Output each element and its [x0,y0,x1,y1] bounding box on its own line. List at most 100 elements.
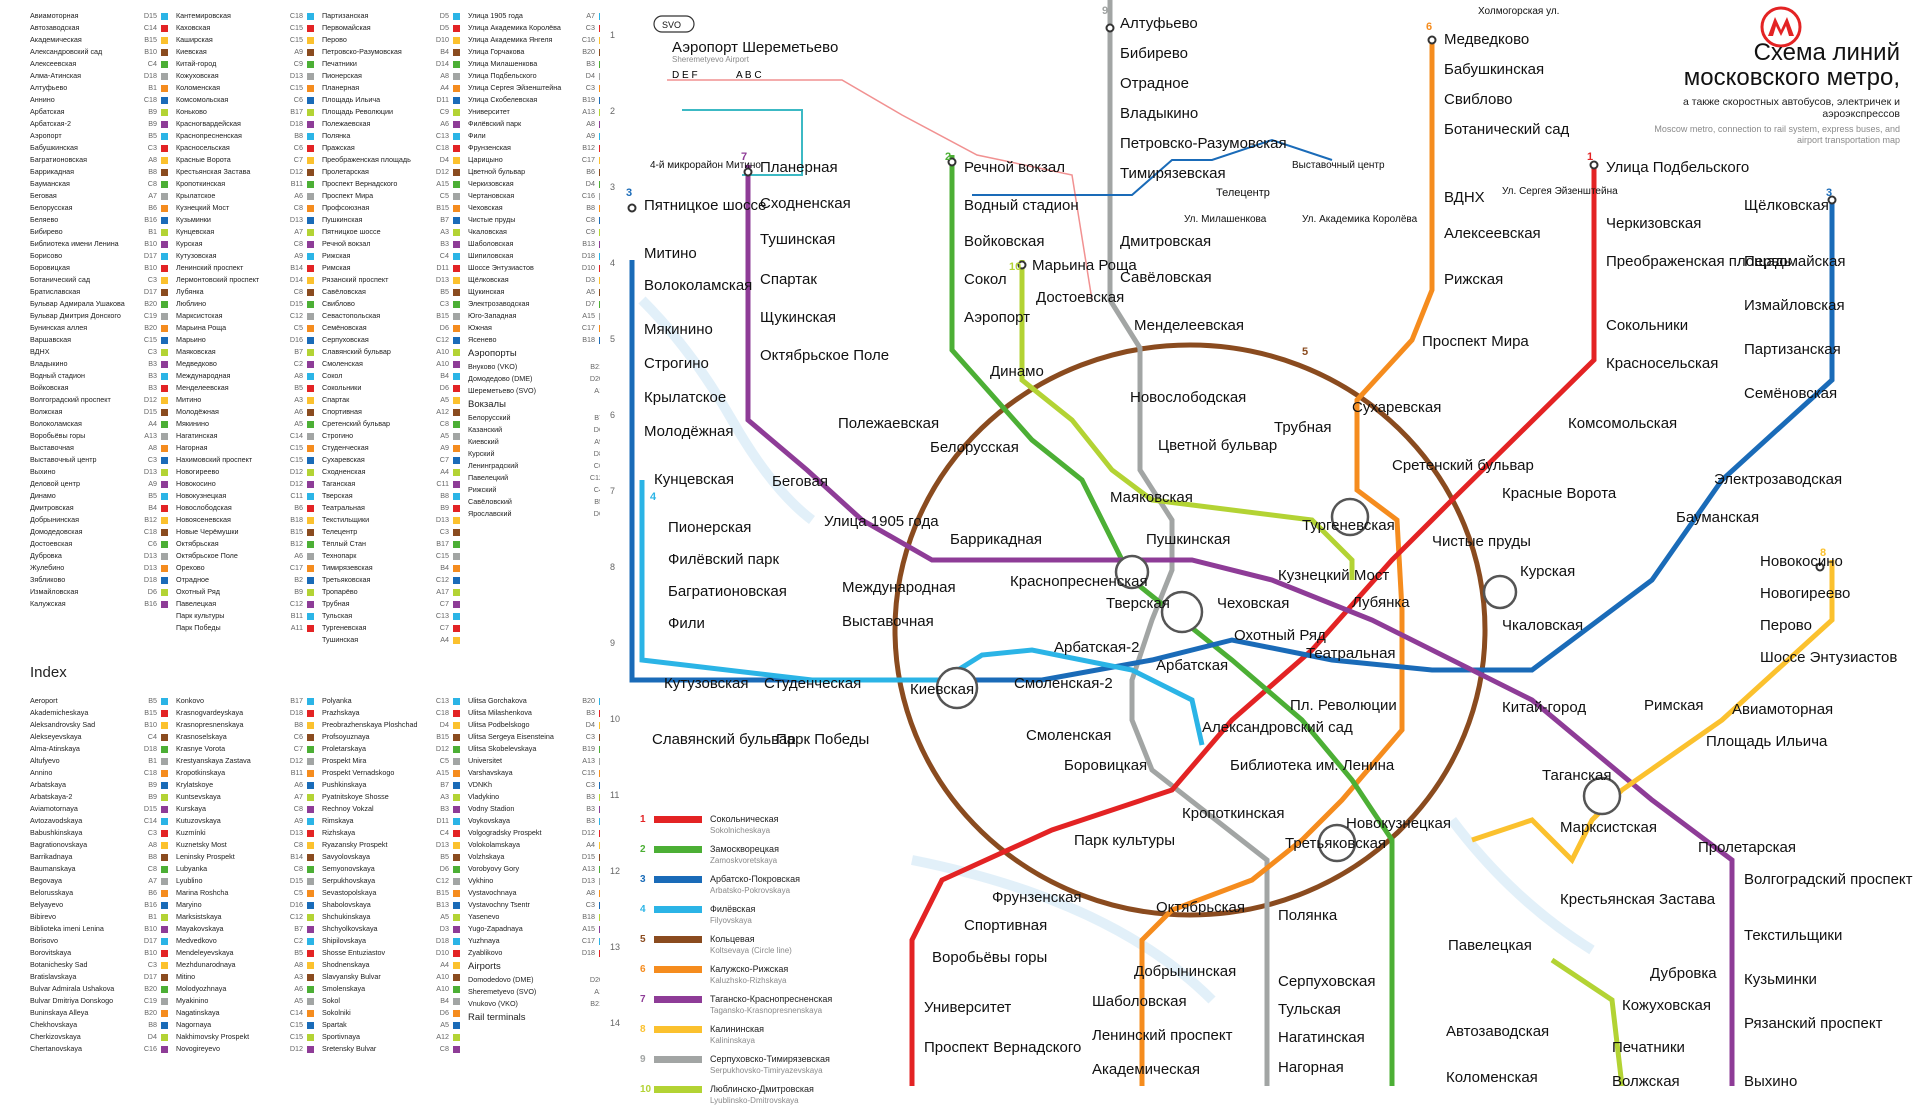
index-grid-ref: A3 [294,395,303,404]
index-line-swatch [161,72,168,80]
index-station-name: Molodyozhnaya [176,984,227,993]
station-kolomenskaya: Коломенская [1446,1069,1538,1086]
station-borovitskaya: Боровицкая [1064,757,1147,774]
index-line-swatch [161,252,168,260]
index-grid-ref: B6 [148,888,157,897]
index-station-name: Тверская [322,491,353,500]
index-subheading: Airports [468,961,501,972]
index-station-name: Октябрьское Поле [176,551,238,560]
index-line-swatch [453,889,460,897]
station-nagornaya: Нагорная [1278,1059,1344,1076]
index-station-name: Ryazansky Prospekt [322,840,388,849]
index-line-swatch [307,552,314,560]
index-line-swatch [599,48,600,56]
index-grid-ref: D12 [435,744,449,753]
index-station-name: Ленинский проспект [176,263,244,272]
index-station-name: Новогиреево [176,467,220,476]
index-grid-ref: D12 [289,1044,303,1053]
index-station-name: Технопарк [322,551,357,560]
index-line-swatch [599,300,600,308]
index-station-name: Петровско-Разумовская [322,47,402,56]
index-grid-ref: D12 [435,167,449,176]
index-station-name: Баррикадная [30,167,75,176]
station-shabolovskaya: Шаболовская [1092,993,1187,1010]
index-grid-ref: B3 [586,816,595,825]
index-line-swatch [161,312,168,320]
index-line-swatch [161,420,168,428]
station-krylatskoe: Крылатское [644,389,726,406]
index-grid-ref: B4 [440,371,449,380]
index-grid-ref: C15 [289,455,303,464]
index-grid-ref: A4 [440,635,449,644]
station-sviblovo: Свиблово [1444,91,1513,108]
index-line-swatch [453,276,460,284]
station-rechnoy: Речной вокзал [964,159,1065,176]
index-line-swatch [161,745,168,753]
index-station-name: Электрозаводская [468,299,530,308]
grid-row-number: 3 [610,182,616,192]
index-station-name: Братиславская [30,287,81,296]
grid-row-number: 11 [610,790,620,800]
index-line-swatch [161,504,168,512]
metro-logo-icon [1760,6,1802,48]
index-station-name: Spartak [322,1020,347,1029]
index-subheading: Вокзалы [468,399,506,410]
index-grid-ref: A15 [436,768,449,777]
station-shosse-ent: Шоссе Энтузиастов [1760,649,1897,666]
index-grid-ref: B5 [148,696,157,705]
index-line-swatch [161,925,168,933]
grid-row-number: 8 [610,562,616,572]
station-mitino-4: 4-й микрорайон Митино [650,160,761,171]
index-line-swatch [599,781,600,789]
index-station-name: Измайловская [30,587,79,596]
index-station-name: Улица Академика Янгеля [468,35,553,44]
grid-row-number: 13 [610,942,621,952]
index-station-name: Комсомольская [176,95,229,104]
index-grid-ref: C18 [143,95,157,104]
index-grid-ref: D15 [143,407,157,416]
index-grid-ref: D18 [143,71,157,80]
index-station-name: Борисово [30,251,63,260]
index-line-swatch [453,937,460,945]
index-station-name: Marina Roshcha [176,888,229,897]
index-grid-ref: B20 [144,984,157,993]
index-station-name: Бабушкинская [30,143,78,152]
index-station-name: Южная [468,323,492,332]
index-line-swatch [599,925,600,933]
index-grid-ref: B8 [148,167,157,176]
index-line-swatch [307,432,314,440]
index-grid-ref: D17 [143,972,157,981]
index-grid-ref: B3 [440,239,449,248]
legend-line-number: 5 [640,934,646,945]
index-grid-ref: B8 [294,131,303,140]
index-grid-ref: A9 [440,443,449,452]
index-grid-ref: D13 [435,275,449,284]
index-grid-ref: C12 [289,599,303,608]
index-line-swatch [307,709,314,717]
index-line-swatch [161,300,168,308]
airport-name: Domodedovo (DME) [468,975,534,984]
